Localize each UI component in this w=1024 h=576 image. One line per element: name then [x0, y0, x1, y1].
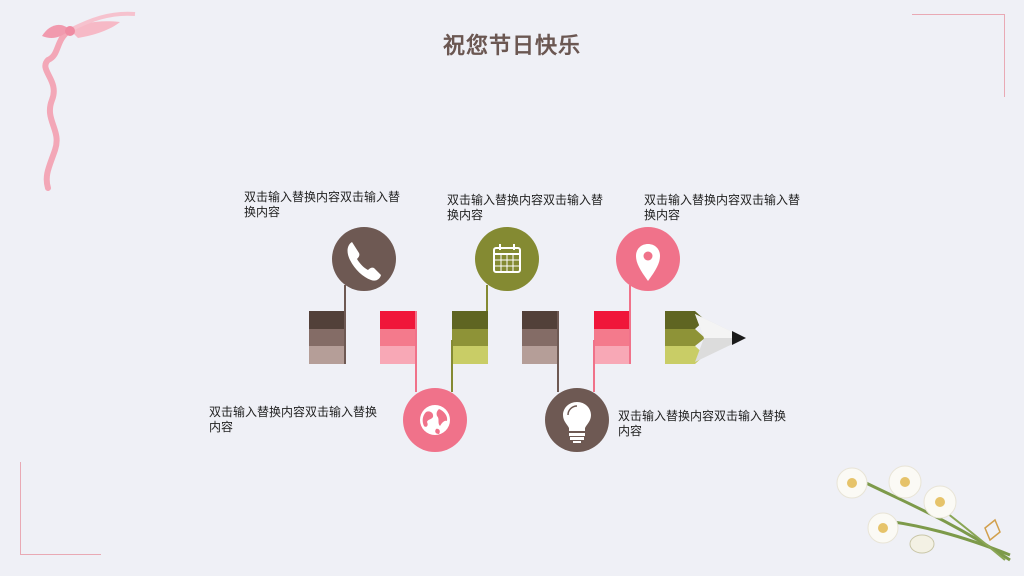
flower-decoration: [836, 465, 1011, 562]
caption-4: 双击输入替换内容双击输入替换内容: [209, 405, 378, 434]
page-title: 祝您节日快乐: [442, 34, 581, 59]
pencil-body: [309, 311, 746, 364]
phone-icon: [347, 242, 381, 281]
connector-lines: [344, 285, 631, 392]
caption-1: 双击输入替换内容双击输入替换内容: [244, 190, 401, 219]
lightbulb-icon: [563, 402, 591, 443]
corner-frame-top-right: [912, 14, 1005, 97]
location-pin-icon: [636, 244, 660, 281]
timeline-node-4: [403, 388, 467, 452]
caption-3: 双击输入替换内容双击输入替换内容: [644, 193, 801, 222]
caption-2: 双击输入替换内容双击输入替换内容: [447, 193, 604, 222]
timeline-node-2: [475, 227, 539, 291]
globe-icon: [420, 405, 450, 435]
corner-frame-bottom-left: [20, 462, 101, 555]
caption-5: 双击输入替换内容双击输入替换内容: [618, 409, 787, 438]
timeline-node-3: [616, 227, 680, 291]
calendar-icon: [493, 244, 521, 273]
ribbon-decoration: [42, 11, 136, 191]
timeline-node-5: [545, 388, 609, 452]
timeline-node-1: [332, 227, 396, 291]
